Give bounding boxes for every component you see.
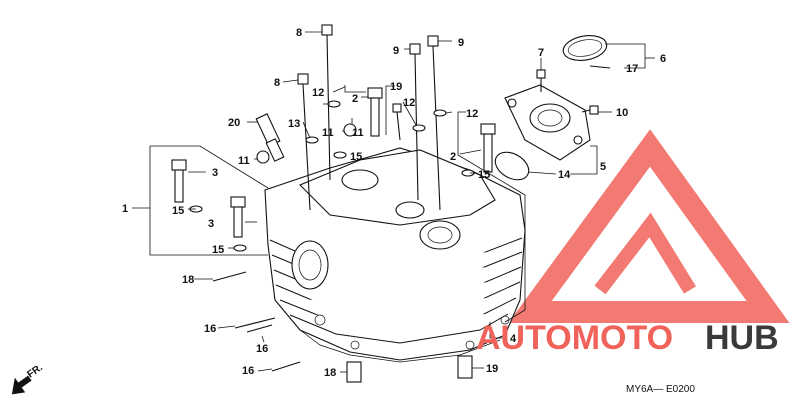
callout-18-lower: 18 [324, 367, 336, 379]
spark-plug [255, 113, 285, 162]
leader-lines [132, 31, 655, 373]
bolt-8-lower [297, 73, 311, 211]
brand-text-part2: HUB [705, 319, 779, 357]
callout-7: 7 [538, 47, 544, 59]
callout-15-c: 15 [350, 151, 362, 163]
callout-1: 1 [122, 203, 128, 215]
callout-17: 17 [626, 63, 638, 75]
callout-8-lower: 8 [274, 77, 280, 89]
cap-nut-11-left [256, 150, 270, 164]
callout-9-right: 9 [458, 37, 464, 49]
callout-9-left: 9 [393, 45, 399, 57]
cylinder-head [264, 147, 526, 363]
callout-2-lower: 2 [450, 151, 456, 163]
callout-19-lower: 19 [486, 363, 498, 375]
cap-nut-11-right [343, 123, 357, 137]
callout-12-c: 12 [466, 108, 478, 120]
screw-17 [589, 65, 611, 69]
callout-11-left: 11 [238, 155, 250, 167]
callout-2-upper: 2 [352, 93, 358, 105]
callout-4: 4 [510, 333, 517, 345]
washer-12-b [412, 124, 426, 132]
callout-11-mid: 11 [322, 127, 334, 139]
callout-11-right: 11 [352, 127, 364, 139]
callout-15-a: 15 [172, 205, 184, 217]
callout-3-lower: 3 [208, 218, 214, 230]
brand-text-part1: AUTOMOTO [476, 319, 673, 357]
callout-14: 14 [558, 169, 571, 181]
stud-16-c [271, 361, 301, 372]
valve-guide-2-lower [480, 123, 496, 173]
diagram-code: MY6A— E0200 [626, 384, 695, 395]
callout-19-upper: 19 [390, 81, 402, 93]
valve-guide-3-lower [230, 196, 246, 238]
callout-16-c: 16 [242, 365, 254, 377]
dowel-19 [457, 355, 473, 379]
hose-clamp [562, 35, 608, 61]
callout-3-upper: 3 [212, 167, 218, 179]
callout-13: 13 [288, 118, 300, 130]
stud-18 [212, 271, 247, 282]
o-ring-14 [494, 151, 530, 181]
o-ring-15-b [233, 244, 247, 252]
valve-guide-2-upper [367, 87, 383, 137]
callout-labels: 1 2 2 3 3 4 5 6 7 8 8 9 9 10 11 11 11 12… [122, 27, 666, 379]
bolt-19 [392, 103, 402, 141]
callout-15-d: 15 [478, 169, 490, 181]
callout-10: 10 [616, 107, 628, 119]
watermark-logo [508, 129, 790, 323]
callout-20: 20 [228, 117, 240, 129]
callout-16-b: 16 [256, 343, 268, 355]
bolt-10 [581, 105, 599, 115]
callout-6: 6 [660, 53, 666, 65]
watermark-brand: AUTOMOTO HUB [476, 319, 779, 357]
washer-12-c [433, 109, 447, 117]
bolt-8-upper [321, 24, 333, 181]
front-arrow: FR. [11, 362, 45, 395]
callout-8-upper: 8 [296, 27, 302, 39]
stud-16-b [246, 324, 273, 333]
washer-13 [305, 136, 319, 144]
o-ring-15-c [333, 151, 347, 159]
callout-12-b: 12 [403, 97, 415, 109]
intake-insulator [504, 84, 591, 161]
callout-12-a: 12 [312, 87, 324, 99]
stud-16-a [234, 317, 276, 329]
callout-18-upper: 18 [182, 274, 194, 286]
callout-5: 5 [600, 161, 606, 173]
valve-guide-3-upper [171, 159, 187, 203]
callout-16-a: 16 [204, 323, 216, 335]
dowel-18 [346, 361, 362, 383]
callout-15-b: 15 [212, 244, 224, 256]
